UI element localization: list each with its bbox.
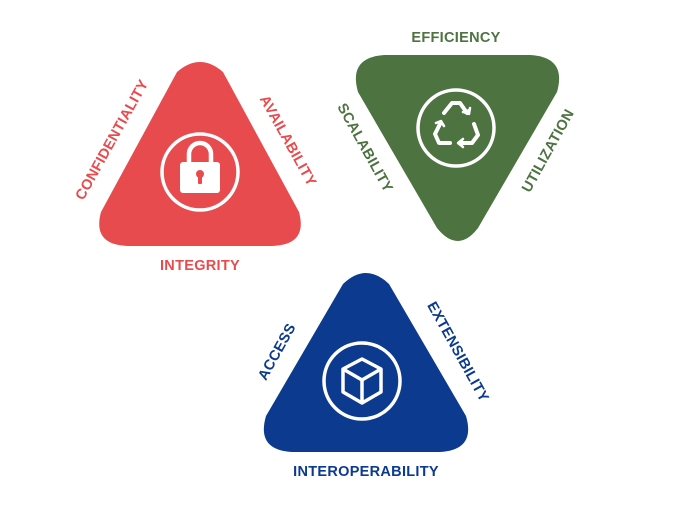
triangle-resources: EFFICIENCY SCALABILITY UTILIZATION	[333, 30, 578, 241]
triangle-security: CONFIDENTIALITY AVAILABILITY INTEGRITY	[73, 62, 319, 274]
cube-icon	[341, 357, 383, 405]
recycle-icon	[433, 101, 480, 149]
triangle-resources-shape	[355, 55, 560, 241]
security-icon-ring	[160, 132, 240, 212]
triangle-integration: ACCESS EXTENSIBILITY INTEROPERABILITY	[255, 273, 492, 480]
label-integrity: INTEGRITY	[160, 258, 240, 274]
triangle-security-shape	[99, 62, 301, 246]
integration-icon-ring	[322, 341, 402, 421]
label-interoperability: INTEROPERABILITY	[293, 464, 439, 480]
padlock-icon	[180, 140, 220, 193]
resources-icon-ring	[416, 88, 496, 168]
label-efficiency: EFFICIENCY	[411, 30, 500, 46]
